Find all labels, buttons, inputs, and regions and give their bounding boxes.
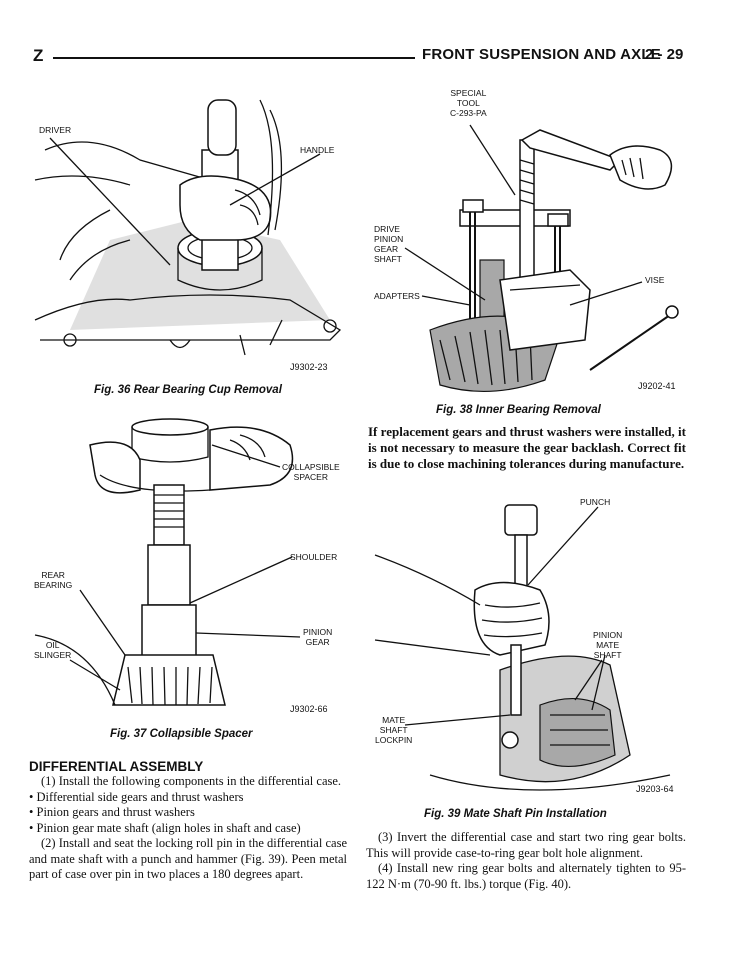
header-section-letter: Z [33, 46, 44, 65]
fig37-caption: Fig. 37 Collapsible Spacer [110, 728, 253, 740]
fig38-caption: Fig. 38 Inner Bearing Removal [436, 404, 601, 416]
fig39-label-punch: PUNCH [580, 497, 611, 507]
fig36-code: J9302-23 [290, 362, 328, 372]
fig38-code: J9202-41 [638, 381, 676, 391]
fig39-caption: Fig. 39 Mate Shaft Pin Installation [424, 808, 607, 820]
bullet-1: • Differential side gears and thrust was… [29, 789, 244, 804]
fig38-illustration [404, 124, 679, 393]
fig36-illustration [34, 99, 342, 356]
fig37-label-shoulder: SHOULDER [290, 552, 338, 562]
fig38-label-special-tool: SPECIAL TOOL C-293-PA [450, 88, 487, 118]
fig39-label-pinion-mate-shaft: PINION MATE SHAFT [593, 630, 623, 660]
fig37-code: J9302-66 [290, 704, 328, 714]
fig38-label-drive-pinion: DRIVE PINION GEAR SHAFT [374, 224, 404, 264]
fig39-illustration [374, 504, 671, 791]
right-column-text: (3) Invert the differential case and sta… [366, 830, 686, 892]
fig38-label-vise: VISE [645, 275, 665, 285]
step-4: (4) Install new ring gear bolts and alte… [366, 861, 686, 891]
fig36-label-handle: HANDLE [300, 145, 335, 155]
bullet-3: • Pinion gear mate shaft (align holes in… [29, 820, 301, 835]
step-2: (2) Install and seat the locking roll pi… [29, 836, 347, 881]
note-paragraph: If replacement gears and thrust washers … [368, 424, 686, 471]
fig37-label-rear-bearing: REAR BEARING [34, 570, 73, 590]
fig37-illustration [34, 418, 301, 706]
fig38-label-adapters: ADAPTERS [374, 291, 420, 301]
header-page-number: 2 - 29 [645, 46, 684, 63]
fig37-label-pinion-gear: PINION GEAR [303, 627, 333, 647]
fig39-code: J9203-64 [636, 784, 674, 794]
fig39-label-mate-shaft-lockpin: MATE SHAFT LOCKPIN [375, 715, 413, 745]
step-1: (1) Install the following components in … [41, 774, 342, 788]
fig36-caption: Fig. 36 Rear Bearing Cup Removal [94, 384, 282, 396]
step-3: (3) Invert the differential case and sta… [366, 830, 686, 860]
left-column-text: (1) Install the following components in … [29, 774, 347, 883]
header-rule [53, 57, 415, 59]
fig36-label-driver: DRIVER [39, 125, 72, 135]
fig37-label-oil-slinger: OIL SLINGER [34, 640, 72, 660]
section-title: DIFFERENTIAL ASSEMBLY [29, 759, 204, 774]
header-title: FRONT SUSPENSION AND AXLE [422, 46, 661, 63]
fig37-label-collapsible-spacer: COLLAPSIBLE SPACER [282, 462, 340, 482]
bullet-2: • Pinion gears and thrust washers [29, 805, 195, 819]
